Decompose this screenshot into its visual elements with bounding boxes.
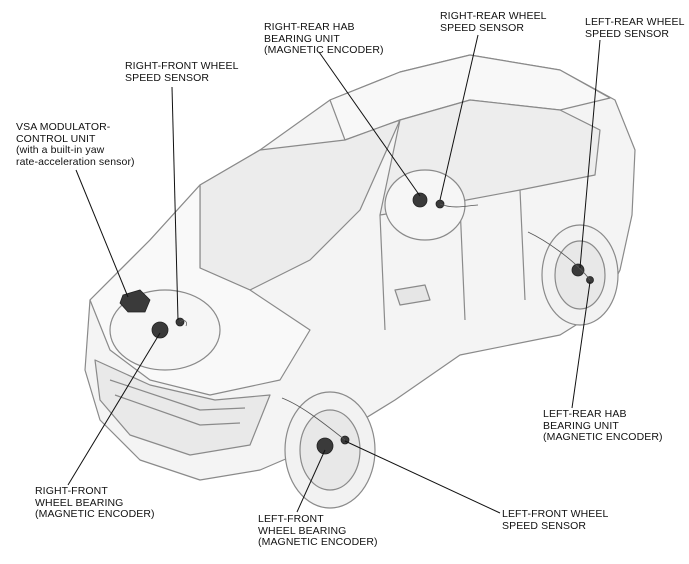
callout-left-rear-speed-sensor: LEFT-REAR WHEEL SPEED SENSOR <box>585 16 685 40</box>
callout-right-rear-hab: RIGHT-REAR HAB BEARING UNIT (MAGNETIC EN… <box>264 21 384 57</box>
callout-left-front-speed-sensor: LEFT-FRONT WHEEL SPEED SENSOR <box>502 508 609 532</box>
sensor-wiring <box>179 203 591 441</box>
leader-vsa-modulator <box>75 169 129 298</box>
right-front-bearing-part <box>151 321 169 339</box>
right-rear-hab-part <box>412 192 428 208</box>
callout-line: CONTROL UNIT <box>16 132 96 145</box>
leader-right-rear-speed-sensor <box>439 34 479 201</box>
callout-line: (MAGNETIC ENCODER) <box>258 536 378 548</box>
callout-line: (with a built-in yaw <box>16 144 105 156</box>
callout-line: BEARING UNIT <box>543 419 619 432</box>
leader-left-rear-speed-sensor <box>579 39 601 269</box>
callout-line: (MAGNETIC ENCODER) <box>35 508 155 520</box>
left-rear-hab-part <box>571 263 585 277</box>
callout-line: RIGHT-FRONT <box>35 485 108 497</box>
callout-line: (MAGNETIC ENCODER) <box>543 431 663 443</box>
callout-line: SPEED SENSOR <box>585 27 670 40</box>
callout-line: WHEEL BEARING <box>258 524 347 537</box>
callout-right-front-speed-sensor: RIGHT-FRONT WHEEL SPEED SENSOR <box>125 60 239 84</box>
leader-right-front-speed-sensor <box>171 86 179 321</box>
callout-left-front-bearing: LEFT-FRONT WHEEL BEARING (MAGNETIC ENCOD… <box>258 513 378 549</box>
callout-line: BEARING UNIT <box>264 32 340 45</box>
callout-vsa-modulator: VSA MODULATOR- CONTROL UNIT (with a buil… <box>16 121 135 168</box>
callout-line: SPEED SENSOR <box>125 71 210 84</box>
callout-line: SPEED SENSOR <box>502 519 587 532</box>
callout-line: SPEED SENSOR <box>440 21 525 34</box>
callout-line: LEFT-REAR HAB <box>543 408 627 420</box>
leader-left-front-bearing <box>296 449 326 513</box>
leader-left-front-speed-sensor <box>344 440 501 514</box>
callout-line: (MAGNETIC ENCODER) <box>264 44 384 56</box>
callout-line: rate-acceleration sensor) <box>16 155 135 168</box>
callout-right-front-bearing: RIGHT-FRONT WHEEL BEARING (MAGNETIC ENCO… <box>35 485 155 521</box>
leader-right-front-bearing <box>67 332 161 486</box>
callout-line: LEFT-FRONT <box>258 513 324 525</box>
callout-line: RIGHT-REAR HAB <box>264 21 355 33</box>
leader-lines <box>67 34 601 514</box>
callout-left-rear-hab: LEFT-REAR HAB BEARING UNIT (MAGNETIC ENC… <box>543 408 663 444</box>
callout-line: LEFT-REAR WHEEL <box>585 16 685 28</box>
callout-line: RIGHT-FRONT WHEEL <box>125 60 239 72</box>
callout-line: RIGHT-REAR WHEEL <box>440 10 547 22</box>
callout-line: WHEEL BEARING <box>35 496 124 509</box>
leader-left-rear-hab <box>571 281 591 409</box>
vehicle-body <box>84 54 636 481</box>
callout-line: VSA MODULATOR- <box>16 121 111 133</box>
callout-line: LEFT-FRONT WHEEL <box>502 508 609 520</box>
leader-right-rear-hab <box>318 51 421 197</box>
callout-right-rear-speed-sensor: RIGHT-REAR WHEEL SPEED SENSOR <box>440 10 547 34</box>
left-front-bearing-part <box>316 437 334 455</box>
